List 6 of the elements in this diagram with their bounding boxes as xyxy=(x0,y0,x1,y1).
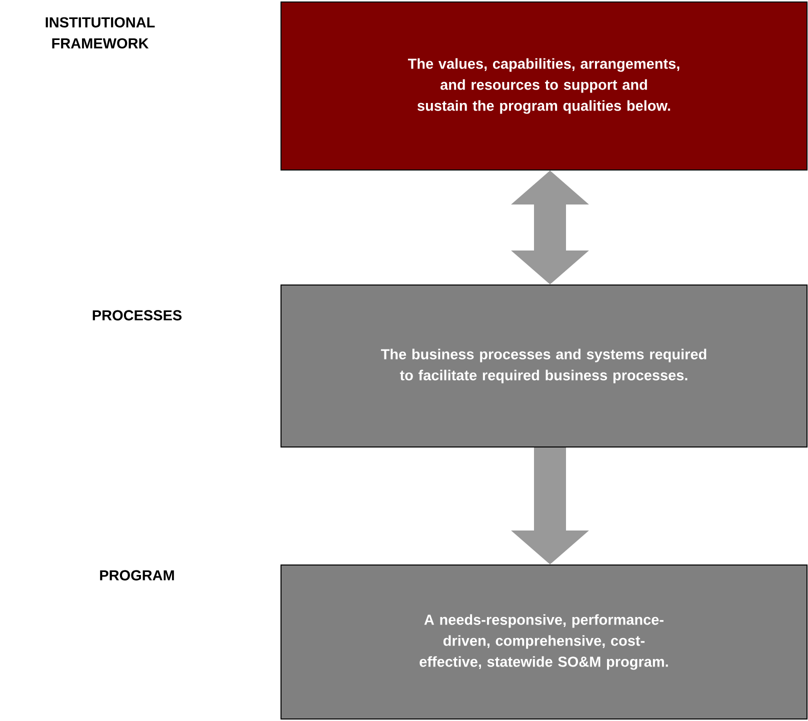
process-box: The values, capabilities, arrangements, and resources to support and sustain the program qualities below. xyxy=(280,2,808,170)
level-label: PROCESSES xyxy=(92,310,182,320)
level-label: INSTITUTIONAL FRAMEWORK xyxy=(46,17,155,48)
process-box: The business processes and systems required to facilitate required business processes. xyxy=(280,284,808,448)
process-box: A needs-responsive, performance-driven, comprehensive, cost-effective, statewide SO&M program. xyxy=(280,564,808,720)
level-label: PROGRAM xyxy=(100,570,174,580)
